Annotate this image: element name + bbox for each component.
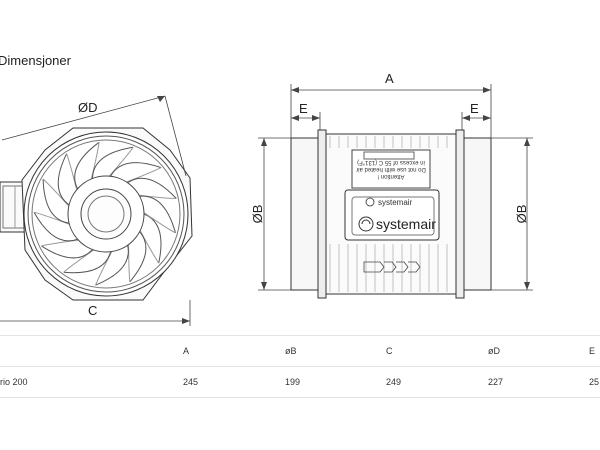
table-cell: 245 <box>183 366 285 398</box>
dimension-c-label: C <box>88 303 97 318</box>
left-spigot <box>290 137 321 291</box>
table-header-cell: øB <box>285 335 386 367</box>
fan-side-view <box>290 129 492 299</box>
fan-blade-edge <box>63 249 94 273</box>
table-header-cell: øD <box>488 335 589 367</box>
table-header-cell: A <box>183 335 285 367</box>
dimension-a <box>290 84 492 138</box>
fan-blade <box>57 153 70 206</box>
fan-blade <box>33 211 78 242</box>
fan-blade <box>143 213 162 264</box>
dimension-d <box>1 95 187 177</box>
dimension-e-left-label: E <box>299 101 308 116</box>
fan-blade <box>139 195 176 234</box>
table-cell: 249 <box>386 366 488 398</box>
dimension-c <box>0 300 191 326</box>
right-spigot <box>461 137 492 291</box>
warning-text: Attention ! Do not use with heated air i… <box>356 159 426 179</box>
svg-text:Do not use with heated air: Do not use with heated air <box>356 166 426 172</box>
fan-blade <box>127 177 177 199</box>
table-header-cell: E <box>589 335 600 367</box>
table-header-row: A øB C øD E <box>0 335 600 367</box>
fan-blade <box>41 245 93 259</box>
dimension-b-right-label: ØB <box>514 205 529 224</box>
svg-text:in excess of 55 C (131°F): in excess of 55 C (131°F) <box>357 159 425 165</box>
svg-text:Attention !: Attention ! <box>377 173 404 179</box>
fan-blade-edge <box>90 142 100 180</box>
brand-plate <box>344 189 440 241</box>
dimension-b-left <box>258 137 291 291</box>
table-header-cell: C <box>386 335 488 367</box>
svg-text:systemair: systemair <box>376 216 436 232</box>
fan-blade-edge <box>139 230 160 264</box>
dimension-e-right <box>461 112 491 130</box>
fan-blade <box>63 251 112 274</box>
technical-drawing: ØD C Attention ! Do <box>0 71 533 326</box>
dimension-e-left <box>291 112 321 130</box>
fan-blade <box>92 146 134 179</box>
fan-blade-edge <box>66 153 78 190</box>
dimension-b-right <box>491 137 533 291</box>
table-cell: 227 <box>488 366 589 398</box>
airflow-arrows <box>363 261 421 273</box>
table-row: rio 200 245 199 249 227 25 <box>0 366 600 398</box>
table-cell: 25 <box>589 366 600 398</box>
svg-text:systemair: systemair <box>378 198 413 207</box>
table-header-cell <box>0 335 183 367</box>
fan-blade <box>110 162 162 177</box>
fan-front-view <box>0 127 193 301</box>
dimension-b-left-label: ØB <box>250 205 265 224</box>
brand-logo-main: systemair <box>358 216 436 232</box>
fan-blade <box>129 231 147 283</box>
warning-label <box>351 149 431 189</box>
fan-blade-edge <box>108 147 134 177</box>
page-title: Dimensjoner <box>0 53 71 68</box>
fan-blade <box>95 245 129 286</box>
brand-logo-small: systemair <box>365 197 413 207</box>
dimension-e-right-label: E <box>470 101 479 116</box>
fan-blade <box>42 178 70 224</box>
fan-blade-edge <box>143 212 176 234</box>
dimension-d-label: ØD <box>78 100 98 115</box>
fan-blades <box>33 141 177 286</box>
fan-blade <box>74 141 100 190</box>
dimension-a-label: A <box>385 71 394 86</box>
table-cell: rio 200 <box>0 366 183 398</box>
dimensions-table: A øB C øD E rio 200 245 199 249 227 25 <box>0 335 600 398</box>
table-cell: 199 <box>285 366 386 398</box>
